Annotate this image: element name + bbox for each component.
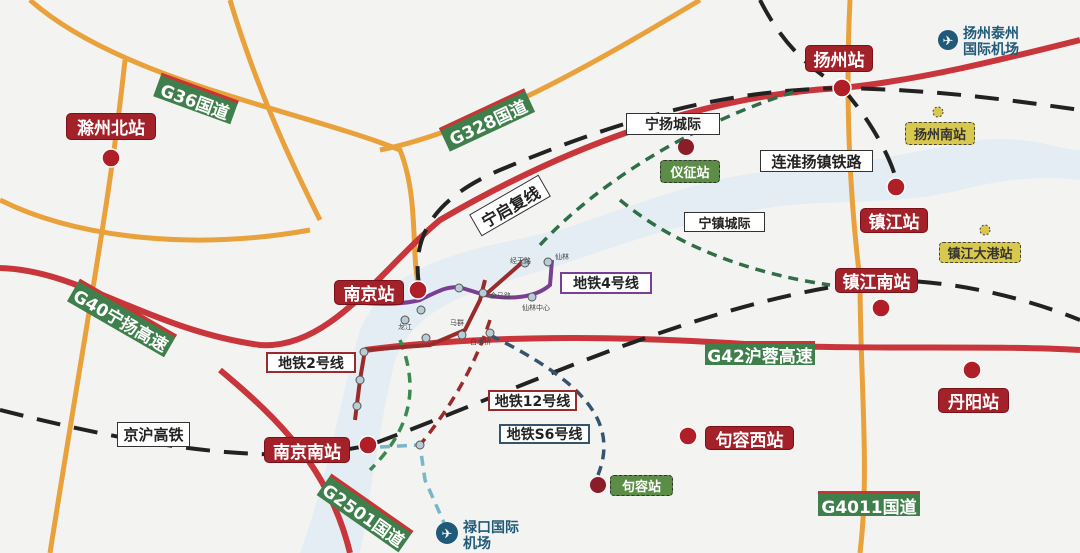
rail-label-lianhuai-yangzhen: 连淮扬镇铁路 [760, 150, 873, 172]
airport-label-lukou[interactable]: 禄口国际机场 [463, 520, 519, 552]
station-label-danyang[interactable]: 丹阳站 [938, 388, 1009, 413]
metro-station-dots [352, 257, 553, 450]
station-label-zhenjiang-south[interactable]: 镇江南站 [835, 268, 918, 293]
station-label-chuzhou-north[interactable]: 滁州北站 [66, 113, 156, 140]
metro-station-label: 金马路 [490, 292, 511, 300]
metro-station-label: 仙林中心 [522, 304, 550, 312]
yellow-station-dots [932, 106, 991, 236]
metro-station-label: 仙林 [555, 253, 569, 261]
svg-text:✈: ✈ [442, 527, 453, 542]
metro-label-s6: 地铁S6号线 [499, 424, 590, 444]
expressways [0, 37, 1080, 553]
station-label-nanjing[interactable]: 南京站 [334, 280, 404, 305]
metro-label-line4: 地铁4号线 [560, 272, 652, 294]
rail-label-ningzhen: 宁镇城际 [684, 212, 765, 232]
metro-station-label: 马群 [450, 319, 464, 327]
station-label-yizheng[interactable]: 仪征站 [660, 160, 720, 183]
metro-label-line2: 地铁2号线 [266, 352, 356, 373]
intercity-lines [368, 88, 831, 526]
metro-logo-icon [590, 139, 694, 493]
station-label-nanjing-south[interactable]: 南京南站 [264, 437, 350, 463]
airport-label-yangzhou-taizhou[interactable]: 扬州泰州国际机场 [963, 26, 1019, 58]
station-label-zhenjiang[interactable]: 镇江站 [860, 208, 928, 233]
metro-station-label: 白水桥 [470, 338, 491, 346]
metro-station-label: 龙江 [398, 323, 412, 331]
metro-line-12 [483, 258, 527, 297]
metro-label-line12: 地铁12号线 [488, 390, 577, 411]
station-dots [101, 78, 982, 455]
rail-label-ningyang: 宁扬城际 [626, 113, 720, 135]
metro-station-label: 经天路 [510, 257, 531, 265]
station-label-yangzhou-south[interactable]: 扬州南站 [905, 122, 975, 145]
station-label-yangzhou[interactable]: 扬州站 [805, 45, 873, 72]
station-label-jurong-west[interactable]: 句容西站 [705, 426, 794, 451]
road-label-g42: G42沪蓉高速 [705, 341, 815, 367]
station-label-zhenjiang-dagang[interactable]: 镇江大港站 [939, 242, 1021, 263]
svg-text:✈: ✈ [943, 34, 954, 49]
airplane-icon: ✈ ✈ [436, 30, 958, 544]
rail-label-jinghu: 京沪高铁 [117, 422, 190, 447]
station-label-jurong[interactable]: 句容站 [610, 475, 673, 496]
road-label-g4011: G4011国道 [818, 491, 920, 518]
